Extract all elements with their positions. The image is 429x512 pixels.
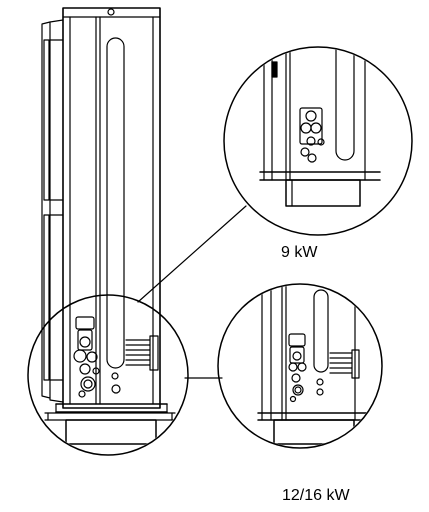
vent-grille xyxy=(125,335,159,371)
leader-lines xyxy=(137,205,247,379)
zoom-circle-unit-base xyxy=(27,294,189,456)
label-12-16kw: 12/16 kW xyxy=(282,487,350,504)
label-9kw: 9 kW xyxy=(281,244,318,261)
main-unit xyxy=(41,7,168,413)
vertical-slot xyxy=(106,37,125,369)
top-screw-icon xyxy=(107,8,115,16)
zoom-circle-12-16kw xyxy=(217,283,383,449)
zoom-circle-9kw xyxy=(223,46,413,236)
